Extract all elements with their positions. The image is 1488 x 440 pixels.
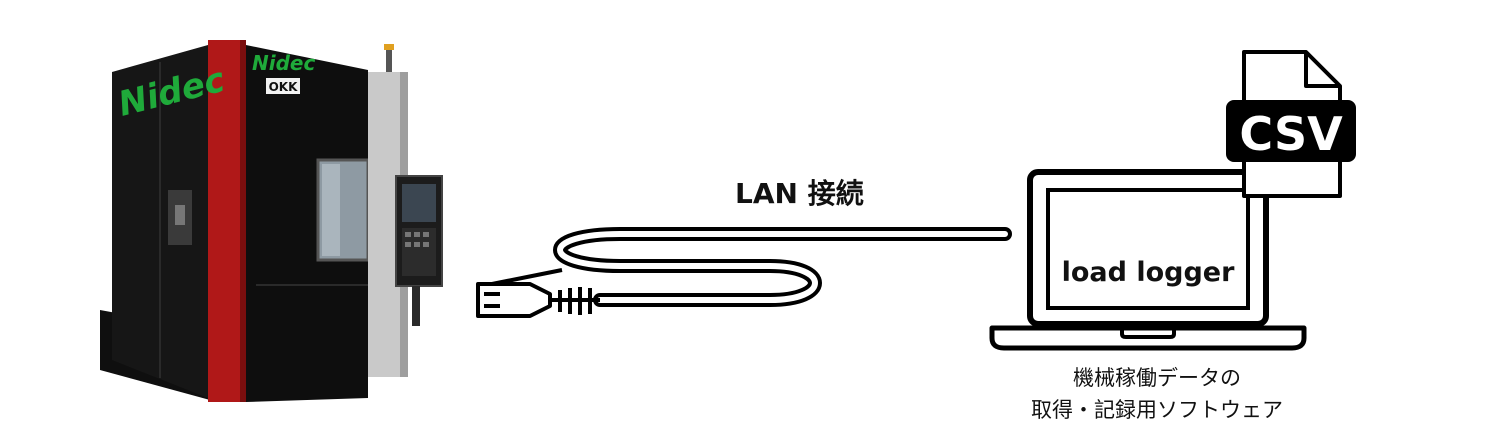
connector-plug-body: [476, 282, 552, 318]
control-panel-screen: [402, 184, 436, 222]
lan-cable: [553, 227, 1012, 307]
software-label: load logger: [1062, 257, 1236, 288]
machine-tool: Nidec Nidec OKK: [100, 40, 443, 402]
caption-line-1: 機械稼働データの: [1073, 366, 1241, 390]
machine-logo-small: Nidec: [252, 51, 315, 75]
lan-connection-label: LAN 接続: [735, 177, 864, 210]
signal-tower: [386, 44, 392, 72]
connector-clip: [491, 268, 563, 286]
csv-file-icon: CSV: [1226, 50, 1356, 198]
machine-badge-text: OKK: [269, 80, 299, 94]
laptop-screen: [1046, 188, 1250, 310]
machine-front-body: [246, 45, 368, 402]
lan-connector: [476, 268, 600, 318]
csv-label-text: CSV: [1239, 107, 1343, 161]
csv-label-band: [1226, 100, 1356, 162]
machine-badge: [266, 78, 300, 94]
software-caption: 機械稼働データの 取得・記録用ソフトウェア: [1012, 362, 1302, 426]
machine-red-pillar: [208, 40, 246, 402]
laptop: [989, 169, 1307, 351]
caption-line-2: 取得・記録用ソフトウェア: [1031, 398, 1283, 422]
